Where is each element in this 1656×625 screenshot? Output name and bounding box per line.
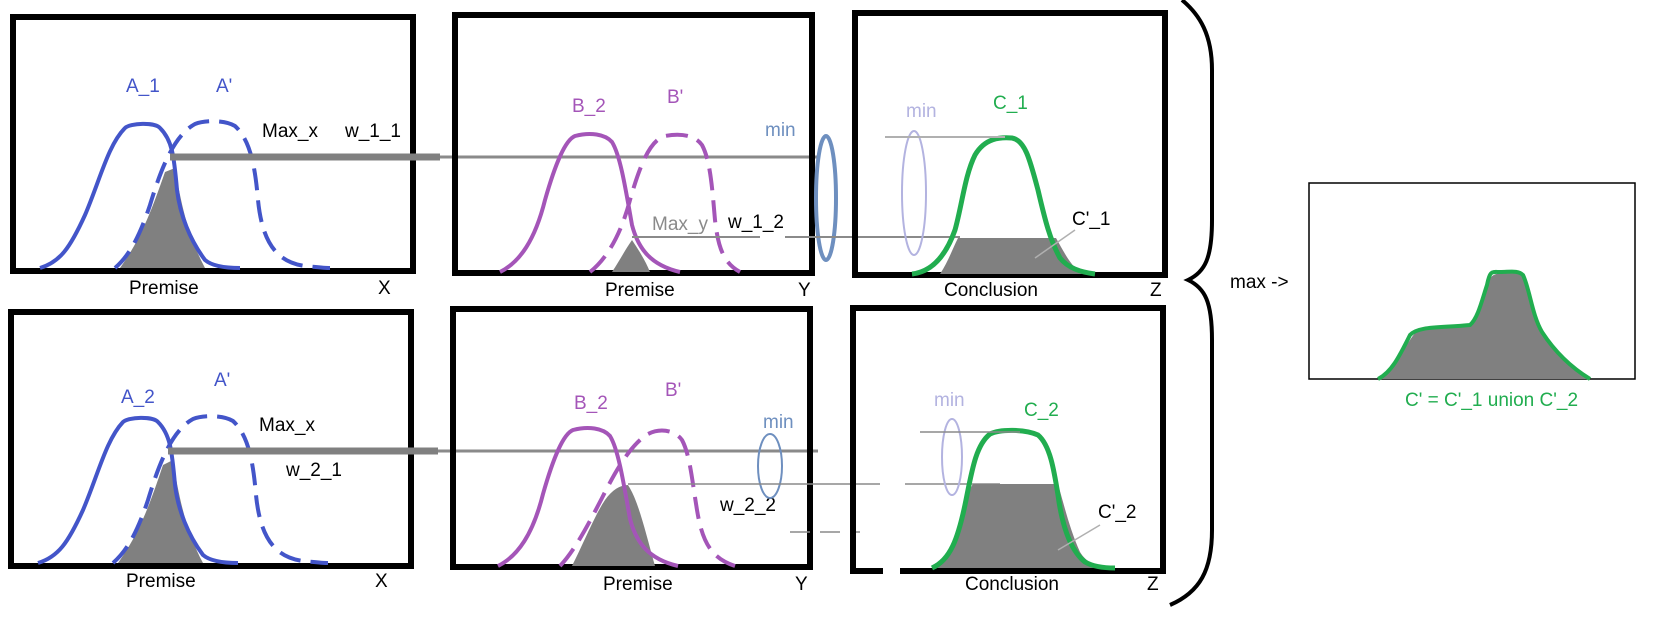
row1-min-label-y: min (765, 120, 796, 141)
row-2: A_2 A' Max_x w_2_1 Premise X B_2 B' w_2_… (8, 305, 1166, 595)
row1-y-caption: Premise (605, 280, 675, 301)
row1-z-caption: Conclusion (944, 280, 1038, 301)
row1-c-clipped-fill (940, 238, 1082, 274)
row1-x-caption: Premise (129, 278, 199, 299)
row1-max-y-label: Max_y (652, 214, 708, 235)
row2-a-prime-curve (111, 414, 329, 565)
row1-max-x-label: Max_x (262, 121, 318, 142)
row1-x-axis-label: X (378, 278, 391, 299)
row2-c2-result-pointer (1057, 524, 1101, 551)
row2-x-caption: Premise (126, 571, 196, 592)
row1-a-prime-curve (113, 119, 331, 270)
row1-w12-label: w_1_2 (727, 212, 784, 233)
row2-w22-label: w_2_2 (719, 495, 776, 516)
row2-a2-label: A_2 (121, 387, 155, 408)
row1-a-intersection-fill (120, 168, 205, 268)
row1-b-prime-curve (588, 132, 742, 274)
max-operator-label: max -> (1230, 272, 1289, 293)
row1-w11-label: w_1_1 (344, 121, 401, 142)
row1-min-ellipse-z (901, 130, 927, 256)
row2-z-caption: Conclusion (965, 574, 1059, 595)
row2-min-label-z: min (934, 390, 965, 411)
result-union-curve (1376, 269, 1592, 381)
row1-c1-result-label: C'_1 (1072, 209, 1110, 230)
row2-y-caption: Premise (603, 574, 673, 595)
row2-min-label-y: min (763, 412, 794, 433)
row1-b-prime-label: B' (667, 87, 683, 108)
row1-b2-curve (499, 132, 681, 274)
result-union-label: C' = C'_1 union C'_2 (1405, 390, 1578, 411)
row1-a-prime-label: A' (216, 76, 232, 97)
row1-y-panel-frame (452, 12, 815, 276)
aggregation: max -> C' = C'_1 union C'_2 (1169, 0, 1636, 607)
row2-min-ellipse-z (941, 418, 963, 496)
row2-b2-curve (497, 426, 679, 568)
row2-b-intersection-fill (572, 485, 655, 566)
row2-max-x-label: Max_x (259, 415, 315, 436)
row2-c2-label: C_2 (1024, 400, 1059, 421)
row2-a-intersection-fill (118, 460, 203, 563)
row2-x-panel-frame (8, 309, 414, 569)
row2-y-axis-label: Y (795, 574, 808, 595)
row2-a-prime-label: A' (214, 370, 230, 391)
row1-z-axis-label: Z (1150, 280, 1162, 301)
row2-c2-curve (930, 427, 1116, 571)
row1-min-label-z: min (906, 101, 937, 122)
row1-min-ellipse-y (814, 134, 838, 262)
row2-z-axis-label: Z (1147, 574, 1159, 595)
row1-x-panel-frame (10, 14, 416, 274)
row1-a1-label: A_1 (126, 76, 160, 97)
row2-x-axis-label: X (375, 571, 388, 592)
row2-min-ellipse-y (757, 433, 783, 499)
row2-y-panel-frame (450, 306, 813, 570)
row2-c2-result-label: C'_2 (1098, 502, 1136, 523)
row2-a2-curve (37, 415, 239, 565)
row2-b-prime-curve (558, 428, 736, 568)
row1-b-intersection-fill (612, 240, 650, 272)
row1-c1-curve (911, 135, 1096, 277)
row2-w21-label: w_2_1 (285, 460, 342, 481)
row1-c1-result-pointer (1034, 229, 1076, 259)
row2-c-clipped-fill (935, 484, 1108, 568)
row1-a1-curve (39, 121, 241, 270)
row1-b2-label: B_2 (572, 96, 606, 117)
aggregation-brace (1169, 0, 1214, 607)
row1-c1-label: C_1 (993, 93, 1028, 114)
row1-y-axis-label: Y (798, 280, 811, 301)
row2-b-prime-label: B' (665, 380, 681, 401)
row1-z-panel-frame (852, 10, 1168, 278)
result-union-fill (1380, 272, 1590, 379)
row-1: A_1 A' Max_x w_1_1 Premise X B_2 B' Max_… (10, 10, 1168, 301)
row2-b2-label: B_2 (574, 393, 608, 414)
row2-z-panel-frame (850, 305, 1166, 574)
